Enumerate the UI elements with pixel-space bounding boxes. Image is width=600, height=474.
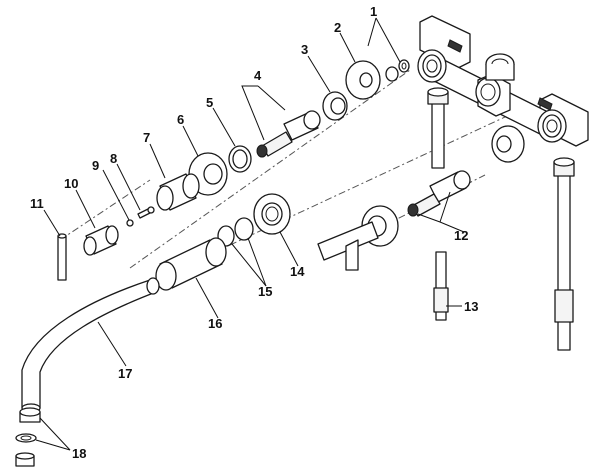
part-9-pin bbox=[126, 219, 134, 227]
supply-pipe-right bbox=[553, 157, 575, 351]
part-7-sleeve bbox=[156, 173, 200, 211]
part-12-cartridge bbox=[407, 170, 471, 217]
supply-pipe-left bbox=[427, 87, 449, 169]
part-3-ring-nut bbox=[322, 91, 348, 121]
callout-11: 11 bbox=[30, 196, 44, 211]
callout-5: 5 bbox=[206, 95, 213, 110]
part-18-aerator bbox=[15, 407, 41, 467]
right-valve-rosette bbox=[491, 125, 525, 163]
callout-12: 12 bbox=[454, 228, 468, 243]
part-4-cartridge bbox=[256, 110, 321, 158]
callout-labels: 1 2 3 4 5 6 7 8 9 10 11 12 13 14 15 16 1… bbox=[30, 4, 478, 461]
callout-16: 16 bbox=[208, 316, 222, 331]
rough-in-valve-body bbox=[417, 15, 589, 147]
callout-1: 1 bbox=[370, 4, 377, 19]
callout-13: 13 bbox=[464, 299, 478, 314]
callout-15: 15 bbox=[258, 284, 272, 299]
part-10-lever-hub bbox=[83, 225, 119, 256]
part-14-ring-nut bbox=[253, 193, 291, 235]
callout-8: 8 bbox=[110, 151, 117, 166]
callout-17: 17 bbox=[118, 366, 132, 381]
part-1-washer bbox=[385, 59, 410, 82]
part-13-stem bbox=[433, 251, 449, 321]
callout-10: 10 bbox=[64, 176, 78, 191]
part-8-set-screw bbox=[137, 206, 155, 219]
part-17-spout bbox=[21, 277, 160, 413]
leader-lines bbox=[35, 17, 465, 451]
callout-14: 14 bbox=[290, 264, 305, 279]
callout-18: 18 bbox=[72, 446, 86, 461]
part-11-lever-pin bbox=[57, 233, 67, 281]
part-5-o-ring bbox=[228, 145, 252, 173]
callout-2: 2 bbox=[334, 20, 341, 35]
callout-9: 9 bbox=[92, 158, 99, 173]
part-2-escutcheon bbox=[345, 60, 381, 100]
lever-handle bbox=[317, 205, 399, 271]
callout-6: 6 bbox=[177, 112, 184, 127]
callout-3: 3 bbox=[301, 42, 308, 57]
callout-4: 4 bbox=[254, 68, 262, 83]
assembly-axes bbox=[59, 69, 521, 269]
callout-7: 7 bbox=[143, 130, 150, 145]
part-16-spout-sleeve bbox=[155, 237, 227, 291]
